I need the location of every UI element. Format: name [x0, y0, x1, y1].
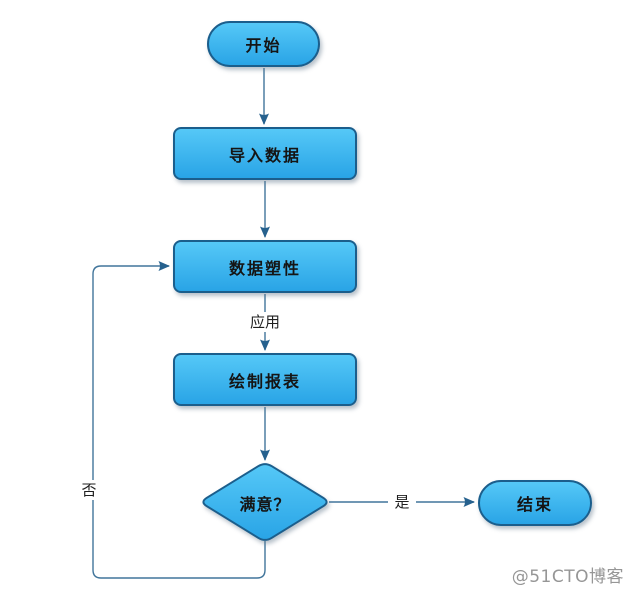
node-decision-label: 满意？ — [239, 494, 291, 514]
node-end[interactable]: 结束 — [478, 480, 592, 526]
watermark: @51CTO博客 — [511, 567, 624, 587]
node-start-label: 开始 — [245, 36, 282, 55]
node-draw-report[interactable]: 绘制报表 — [173, 353, 357, 406]
node-import-data[interactable]: 导入数据 — [173, 127, 357, 180]
node-decision-satisfied[interactable]: 满意？ — [197, 459, 333, 546]
node-draw-report-label: 绘制报表 — [228, 371, 301, 391]
node-data-shaping-label: 数据塑性 — [228, 258, 301, 278]
node-end-label: 结束 — [516, 495, 553, 514]
decision-diamond-shape — [202, 463, 328, 541]
edge-label-yes: 是 — [388, 492, 416, 512]
edge-decision-loop-to-shape — [92, 261, 266, 579]
node-start[interactable]: 开始 — [207, 21, 320, 67]
edge-label-no: 否 — [75, 480, 103, 500]
node-data-shaping[interactable]: 数据塑性 — [173, 240, 357, 293]
node-import-data-label: 导入数据 — [228, 145, 301, 165]
edge-label-apply: 应用 — [242, 312, 288, 332]
